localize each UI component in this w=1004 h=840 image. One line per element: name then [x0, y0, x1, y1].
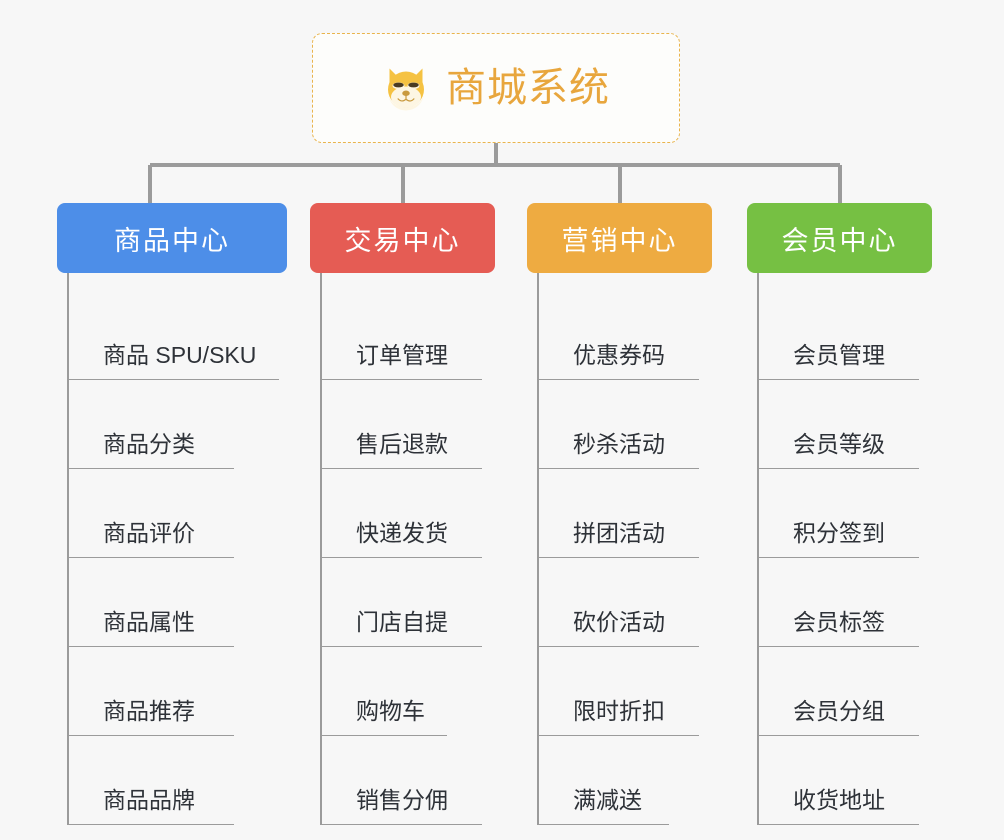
leaf-list-product: 商品 SPU/SKU 商品分类 商品评价 商品属性 商品推荐 商品品牌: [67, 273, 287, 825]
leaf-item-label: 会员等级: [793, 431, 885, 457]
leaf-item[interactable]: 拼团活动: [539, 469, 712, 558]
leaf-list-marketing: 优惠券码 秒杀活动 拼团活动 砍价活动 限时折扣 满减送: [537, 273, 712, 825]
leaf-item-label: 售后退款: [356, 431, 448, 457]
leaf-item[interactable]: 商品 SPU/SKU: [69, 291, 287, 380]
leaf-item[interactable]: 限时折扣: [539, 647, 712, 736]
branch-header-marketing[interactable]: 营销中心: [527, 203, 712, 273]
leaf-item[interactable]: 商品推荐: [69, 647, 287, 736]
leaf-item[interactable]: 收货地址: [759, 736, 932, 825]
branch-header-label: 交易中心: [344, 225, 461, 256]
branch-column-product: 商品中心 商品 SPU/SKU 商品分类 商品评价 商品属性 商品推荐 商品品牌: [57, 203, 287, 825]
leaf-item-label: 快递发货: [356, 520, 448, 546]
leaf-item[interactable]: 积分签到: [759, 469, 932, 558]
leaf-item-label: 会员管理: [793, 342, 885, 368]
leaf-item-label: 满减送: [573, 787, 642, 813]
leaf-item-label: 商品分类: [103, 431, 195, 457]
leaf-item[interactable]: 会员管理: [759, 291, 932, 380]
leaf-item[interactable]: 商品属性: [69, 558, 287, 647]
root-node[interactable]: 商城系统: [312, 33, 680, 143]
leaf-item-label: 商品推荐: [103, 698, 195, 724]
leaf-item-label: 商品评价: [103, 520, 195, 546]
leaf-item-label: 收货地址: [793, 787, 885, 813]
leaf-item-label: 商品 SPU/SKU: [103, 342, 257, 368]
leaf-item-label: 限时折扣: [573, 698, 665, 724]
branch-header-product[interactable]: 商品中心: [57, 203, 287, 273]
branch-header-label: 商品中心: [114, 225, 230, 256]
leaf-item-label: 积分签到: [793, 520, 885, 546]
leaf-item[interactable]: 售后退款: [322, 380, 495, 469]
leaf-item[interactable]: 门店自提: [322, 558, 495, 647]
leaf-item-label: 购物车: [356, 698, 425, 724]
branch-header-member[interactable]: 会员中心: [747, 203, 932, 273]
leaf-item[interactable]: 会员分组: [759, 647, 932, 736]
branch-column-member: 会员中心 会员管理 会员等级 积分签到 会员标签 会员分组 收货地址: [747, 203, 932, 825]
leaf-item-label: 销售分佣: [356, 787, 448, 813]
leaf-item[interactable]: 会员标签: [759, 558, 932, 647]
leaf-item[interactable]: 快递发货: [322, 469, 495, 558]
leaf-item[interactable]: 购物车: [322, 647, 495, 736]
leaf-item[interactable]: 满减送: [539, 736, 712, 825]
branch-column-marketing: 营销中心 优惠券码 秒杀活动 拼团活动 砍价活动 限时折扣 满减送: [527, 203, 712, 825]
leaf-item-label: 门店自提: [356, 609, 448, 635]
leaf-item-label: 会员分组: [793, 698, 885, 724]
branch-header-label: 会员中心: [781, 225, 898, 256]
leaf-item[interactable]: 商品品牌: [69, 736, 287, 825]
leaf-item-label: 会员标签: [793, 609, 885, 635]
leaf-item[interactable]: 订单管理: [322, 291, 495, 380]
branch-header-trade[interactable]: 交易中心: [310, 203, 495, 273]
leaf-item-label: 砍价活动: [573, 609, 665, 635]
leaf-item[interactable]: 会员等级: [759, 380, 932, 469]
leaf-item[interactable]: 商品评价: [69, 469, 287, 558]
leaf-item-label: 优惠券码: [573, 342, 665, 368]
leaf-item[interactable]: 优惠券码: [539, 291, 712, 380]
leaf-item-label: 订单管理: [356, 342, 448, 368]
leaf-item[interactable]: 秒杀活动: [539, 380, 712, 469]
leaf-list-member: 会员管理 会员等级 积分签到 会员标签 会员分组 收货地址: [757, 273, 932, 825]
dog-face-icon: [388, 68, 424, 111]
leaf-item-label: 拼团活动: [573, 520, 665, 546]
leaf-item[interactable]: 商品分类: [69, 380, 287, 469]
leaf-item[interactable]: 砍价活动: [539, 558, 712, 647]
branch-column-trade: 交易中心 订单管理 售后退款 快递发货 门店自提 购物车 销售分佣: [310, 203, 495, 825]
leaf-item[interactable]: 销售分佣: [322, 736, 495, 825]
leaf-item-label: 商品品牌: [103, 787, 195, 813]
branch-header-label: 营销中心: [561, 225, 678, 256]
root-title: 商城系统: [446, 66, 610, 110]
leaf-item-label: 秒杀活动: [573, 431, 665, 457]
leaf-item-label: 商品属性: [103, 609, 195, 635]
leaf-list-trade: 订单管理 售后退款 快递发货 门店自提 购物车 销售分佣: [320, 273, 495, 825]
